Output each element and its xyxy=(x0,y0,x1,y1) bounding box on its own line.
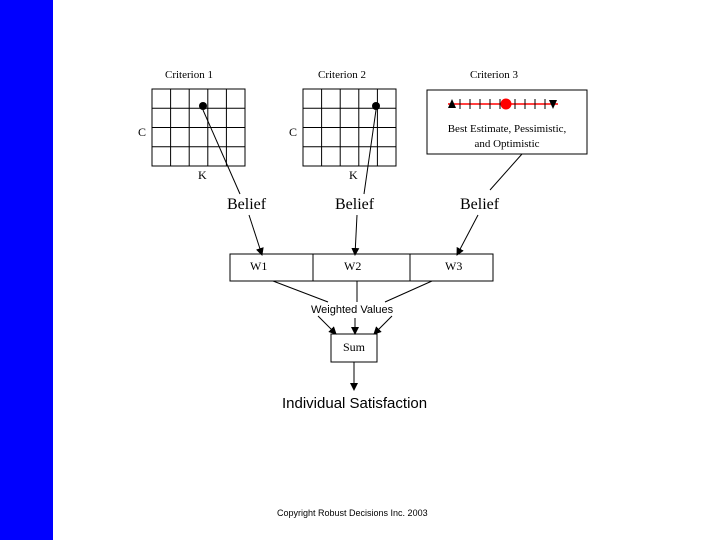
sum-label: Sum xyxy=(342,340,365,354)
pessimistic-triangle-icon xyxy=(448,99,456,108)
weighted-right-arrow xyxy=(373,315,393,335)
belief-2-arrow xyxy=(351,214,360,256)
belief-3-label: Belief xyxy=(460,196,500,213)
estimate-text-line-1: Best Estimate, Pessimistic, xyxy=(447,123,567,135)
belief-2-label: Belief xyxy=(335,196,375,213)
result-label: Individual Satisfaction xyxy=(282,395,428,412)
criterion-1-title: Criterion 1 xyxy=(165,69,213,81)
criterion-3-box xyxy=(426,89,588,155)
criterion-3-connector xyxy=(489,153,523,191)
best-estimate-marker xyxy=(500,98,512,110)
weights-box xyxy=(229,253,494,282)
criterion-2-grid xyxy=(302,88,397,167)
belief-1-label: Belief xyxy=(227,196,267,213)
criterion-2-col-label: K xyxy=(349,168,358,182)
weighted-values-label: Weighted Values xyxy=(311,304,394,316)
criterion-1-col-label: K xyxy=(198,168,207,182)
criterion-2-row-label: C xyxy=(289,125,298,139)
criterion-2-title: Criterion 2 xyxy=(318,69,366,81)
weight-3-label: W3 xyxy=(445,259,463,273)
weighted-left-arrow xyxy=(317,315,337,335)
blue-sidebar xyxy=(0,0,53,540)
weight-1-label: W1 xyxy=(250,259,268,273)
optimistic-triangle-icon xyxy=(549,100,557,109)
criterion-1-connector xyxy=(202,109,241,195)
criterion-2-belief-dot xyxy=(372,102,380,110)
criterion-1-belief-dot xyxy=(199,102,207,110)
w3-connector xyxy=(384,280,433,303)
estimate-text-line-2: and Optimistic xyxy=(474,138,540,150)
estimate-text: Best Estimate, Pessimistic, and Optimist… xyxy=(427,122,587,152)
criterion-3-title: Criterion 3 xyxy=(470,69,518,81)
estimate-scale xyxy=(448,98,558,110)
belief-3-arrow xyxy=(456,214,479,256)
w1-connector xyxy=(272,280,329,303)
criterion-1-grid xyxy=(151,88,246,167)
weight-2-label: W2 xyxy=(344,259,362,273)
criterion-1-row-label: C xyxy=(138,125,147,139)
belief-1-arrow xyxy=(248,214,264,256)
criterion-2-connector xyxy=(363,109,377,195)
copyright-text: Copyright Robust Decisions Inc. 2003 xyxy=(277,508,428,518)
